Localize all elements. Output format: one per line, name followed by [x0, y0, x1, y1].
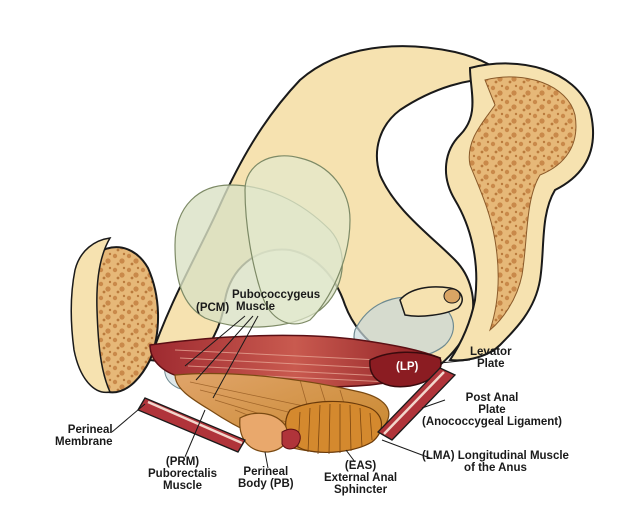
label-lp-abbr: (LP) [396, 361, 419, 373]
label-puborectalis: (PRM) Puborectalis Muscle [148, 456, 218, 492]
label-pubococcygeus: Pubococcygeus Muscle [232, 289, 321, 313]
anococcygeal-ligament [376, 367, 457, 441]
label-perineal-body: Perineal Body (PB) [238, 466, 294, 490]
label-perineal-membrane: Perineal Membrane [55, 424, 113, 448]
perineal-membrane [137, 397, 246, 453]
label-post-anal-plate: Post Anal Plate (Anococcygeal Ligament) [422, 392, 562, 428]
external-anal-sphincter [285, 400, 383, 453]
eas-striations [297, 403, 373, 455]
label-levator-plate: Levator Plate [470, 346, 512, 370]
leader-lines [111, 315, 471, 469]
label-external-anal-sphincter: (EAS) External Anal Sphincter [324, 460, 398, 496]
sacrum-cancellous [468, 76, 577, 332]
colon-lumen [443, 288, 461, 304]
pubic-bone-rim [70, 237, 112, 394]
label-pcm-abbr: (PCM) [196, 302, 230, 314]
label-longitudinal-muscle: (LMA) Longitudinal Muscle of the Anus [422, 450, 569, 474]
uterus [244, 155, 351, 325]
perineal-body-core [281, 428, 301, 450]
levator-fibers [174, 349, 421, 383]
